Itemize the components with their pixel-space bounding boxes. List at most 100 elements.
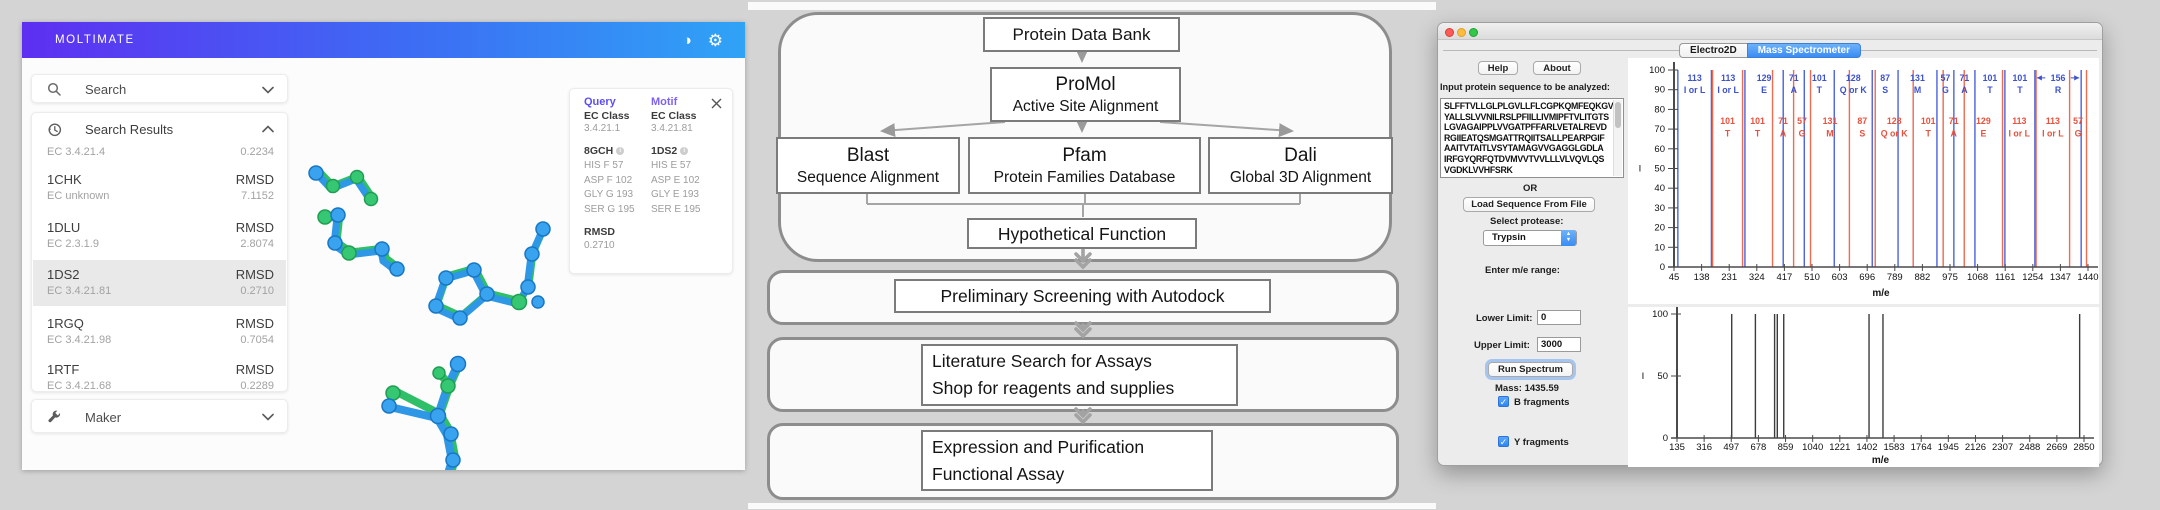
zoom-window-button[interactable] — [1469, 27, 1478, 37]
b-fragments-checkbox[interactable]: ✓ — [1498, 396, 1509, 407]
lower-limit-input[interactable] — [1537, 310, 1581, 325]
result-metric: RMSD — [235, 172, 274, 187]
residue-query: GLY G 193 — [584, 189, 634, 200]
svg-text:975: 975 — [1942, 272, 1958, 283]
result-row-1dlu[interactable]: 1DLU EC 2.3.1.9 RMSD 2.8074 — [47, 220, 274, 252]
motif-column-label: Motif — [651, 96, 678, 108]
search-label: Search — [85, 82, 127, 97]
chevron-up-icon[interactable] — [262, 125, 274, 133]
residue-motif: ASP E 102 — [651, 175, 700, 186]
svg-text:1161: 1161 — [1995, 272, 2015, 283]
svg-text:0: 0 — [1660, 262, 1665, 273]
lower-limit-label: Lower Limit: — [1476, 313, 1533, 324]
tab-mass-spectrometer[interactable]: Mass Spectrometer — [1746, 43, 1861, 58]
svg-text:50: 50 — [1654, 164, 1665, 175]
svg-text:G: G — [1942, 85, 1949, 95]
svg-text:231: 231 — [1721, 272, 1737, 283]
mass-spectrometer-window: Electro2D Mass Spectrometer Help About I… — [1437, 22, 2103, 467]
maker-card[interactable]: Maker — [31, 399, 288, 433]
or-label: OR — [1523, 183, 1538, 194]
chevron-down-icon[interactable] — [262, 413, 274, 421]
svg-text:324: 324 — [1749, 272, 1765, 283]
svg-text:A: A — [1951, 129, 1958, 139]
svg-text:859: 859 — [1778, 442, 1794, 453]
molecule-viewer[interactable] — [292, 92, 582, 470]
tab-bar: Electro2D Mass Spectrometer — [1679, 43, 1861, 58]
svg-text:510: 510 — [1804, 272, 1820, 283]
upper-limit-input[interactable] — [1537, 337, 1581, 352]
result-metric: RMSD — [235, 220, 274, 235]
svg-text:A: A — [1961, 85, 1968, 95]
svg-text:m/e: m/e — [1872, 455, 1890, 466]
minimize-window-button[interactable] — [1457, 27, 1466, 37]
flow-node-preliminary-screening: Preliminary Screening with Autodock — [894, 279, 1271, 313]
chevron-down-icon[interactable] — [262, 86, 274, 93]
sequence-textarea[interactable]: SLFFTVLLGLPLGVLLFLCGPKQMFEQKGV YALLSLVVN… — [1440, 98, 1624, 178]
svg-text:71: 71 — [1778, 116, 1788, 126]
svg-text:1221: 1221 — [1829, 442, 1850, 453]
svg-text:R: R — [2055, 85, 2062, 95]
svg-text:I or L: I or L — [1717, 85, 1739, 95]
svg-text:57: 57 — [1797, 116, 1807, 126]
about-button[interactable]: About — [1533, 61, 1581, 75]
slide-bottom-edge — [748, 503, 1436, 509]
tab-electro2d[interactable]: Electro2D — [1679, 43, 1747, 58]
svg-text:71: 71 — [1789, 73, 1799, 83]
result-row-1rgq[interactable]: 1RGQ EC 3.4.21.98 RMSD 0.7054 — [47, 316, 274, 348]
result-row-1rtf[interactable]: 1RTF EC 3.4.21.68 RMSD 0.2289 — [47, 362, 274, 394]
svg-text:87: 87 — [1880, 73, 1890, 83]
window-titlebar[interactable] — [1438, 23, 2102, 40]
y-fragments-checkbox[interactable]: ✓ — [1498, 436, 1509, 447]
protease-select[interactable]: Trypsin ▲▼ — [1483, 230, 1577, 246]
invert-colors-icon[interactable]: ◑ — [682, 31, 692, 49]
flow-node-protein-data-bank: Protein Data Bank — [983, 17, 1180, 52]
svg-text:M: M — [1914, 85, 1921, 95]
svg-text:113: 113 — [1721, 73, 1735, 83]
search-card[interactable]: Search — [31, 74, 288, 103]
selected-row-highlight — [33, 260, 286, 306]
dropdown-stepper-icon: ▲▼ — [1561, 230, 1576, 246]
help-button[interactable]: Help — [1478, 61, 1518, 75]
svg-text:1254: 1254 — [2022, 272, 2043, 283]
result-metric: RMSD — [235, 267, 274, 282]
svg-text:100: 100 — [1652, 309, 1668, 320]
svg-text:789: 789 — [1887, 272, 1903, 283]
rmsd-label: RMSD — [584, 226, 615, 238]
svg-text:129: 129 — [1976, 116, 1991, 126]
upper-limit-label: Upper Limit: — [1474, 340, 1530, 351]
result-id: 1RTF — [47, 362, 80, 377]
result-row-1chk[interactable]: 1CHK EC unknown RMSD 7.1152 — [47, 172, 274, 204]
rmsd-value: 0.2710 — [584, 240, 615, 251]
svg-text:2488: 2488 — [2019, 442, 2040, 453]
svg-text:I or L: I or L — [1684, 85, 1706, 95]
settings-gear-icon[interactable]: ⚙ — [707, 30, 723, 50]
run-spectrum-button[interactable]: Run Spectrum — [1488, 362, 1573, 377]
range-label: Enter m/e range: — [1485, 265, 1560, 276]
wrench-icon — [48, 410, 61, 422]
svg-text:417: 417 — [1776, 272, 1792, 283]
result-row-partial[interactable]: EC 3.4.21.4 0.2234 — [47, 143, 274, 160]
svg-text:57: 57 — [1941, 73, 1951, 83]
svg-text:45: 45 — [1669, 272, 1680, 283]
svg-text:I or L: I or L — [2042, 129, 2064, 139]
result-row-1ds2-selected[interactable]: 1DS2 EC 3.4.21.81 RMSD 0.2710 — [47, 267, 274, 299]
svg-text:2669: 2669 — [2046, 442, 2067, 453]
svg-text:T: T — [1817, 85, 1823, 95]
textarea-scrollbar[interactable] — [1613, 100, 1622, 176]
svg-text:1347: 1347 — [2050, 272, 2071, 283]
svg-text:101: 101 — [1750, 116, 1765, 126]
close-icon[interactable] — [711, 98, 722, 109]
info-icon[interactable]: i — [680, 147, 689, 155]
search-results-header[interactable]: Search Results — [32, 115, 287, 143]
close-window-button[interactable] — [1445, 27, 1454, 37]
svg-text:G: G — [2075, 129, 2082, 139]
load-sequence-button[interactable]: Load Sequence From File — [1463, 197, 1595, 212]
svg-text:1945: 1945 — [1938, 442, 1959, 453]
result-rmsd-value: 7.1152 — [241, 190, 274, 202]
ec-class-label: EC Class — [651, 110, 697, 122]
info-icon[interactable]: i — [616, 147, 625, 155]
result-rmsd-value: 0.2710 — [240, 285, 274, 297]
svg-text:71: 71 — [1949, 116, 1959, 126]
